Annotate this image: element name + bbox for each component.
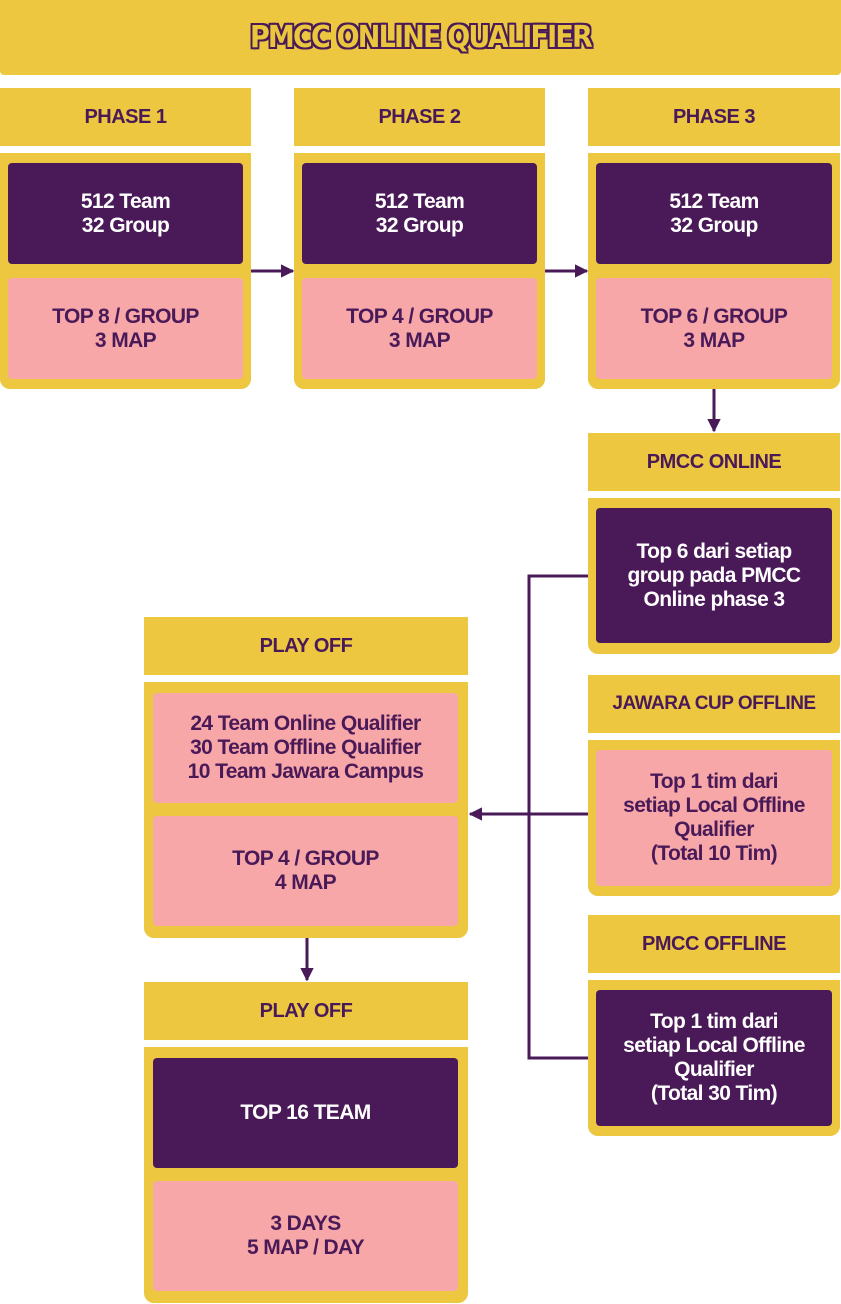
phase-2-maps: 3 MAP	[388, 328, 451, 352]
playoff-1-maps: 4 MAP	[274, 871, 337, 894]
pmcc-offline-header: PMCC OFFLINE	[588, 915, 840, 973]
phase-1-rule-box: TOP 8 / GROUP 3 MAP	[8, 278, 243, 379]
phase-3-rule-box: TOP 6 / GROUP 3 MAP	[596, 278, 832, 379]
bracket-online-offline	[527, 574, 588, 1060]
pmcc-online-box: Top 6 dari setiap group pada PMCC Online…	[596, 508, 832, 643]
playoff-1-header: PLAY OFF	[144, 617, 468, 675]
jawara-cup-card: Top 1 tim dari setiap Local Offline Qual…	[588, 740, 840, 896]
playoff-1-line-2: 30 Team Offline Qualifier	[190, 736, 421, 759]
playoff-1-header-label: PLAY OFF	[259, 634, 353, 657]
phase-2-teams-box: 512 Team 32 Group	[302, 163, 537, 264]
phase-1-header-label: PHASE 1	[84, 105, 167, 128]
phase-1-teams: 512 Team	[80, 189, 171, 213]
jawara-cup-header: JAWARA CUP OFFLINE	[588, 675, 840, 733]
phase-1-rule: TOP 8 / GROUP	[52, 304, 199, 328]
playoff-2-teams-box: TOP 16 TEAM	[153, 1058, 458, 1168]
pmcc-offline-card: Top 1 tim dari setiap Local Offline Qual…	[588, 980, 840, 1136]
phase-3-groups: 32 Group	[670, 213, 758, 237]
pmcc-online-card: Top 6 dari setiap group pada PMCC Online…	[588, 498, 840, 654]
phase-3-maps: 3 MAP	[683, 328, 745, 352]
phase-1-teams-box: 512 Team 32 Group	[8, 163, 243, 264]
pmcc-offline-line-1: Top 1 tim dari	[650, 1010, 778, 1033]
playoff-1-rule: TOP 4 / GROUP	[232, 847, 379, 870]
pmcc-offline-box: Top 1 tim dari setiap Local Offline Qual…	[596, 990, 832, 1126]
playoff-2-card: TOP 16 TEAM 3 DAYS 5 MAP / DAY	[144, 1047, 468, 1303]
pmcc-online-line-1: Top 6 dari setiap	[636, 539, 792, 563]
pmcc-online-line-2: group pada PMCC	[627, 563, 802, 587]
phase-3-card: 512 Team 32 Group TOP 6 / GROUP 3 MAP	[588, 153, 840, 389]
jawara-cup-header-label: JAWARA CUP OFFLINE	[612, 693, 816, 714]
jawara-cup-line-4: (Total 10 Tim)	[650, 842, 778, 865]
phase-1-groups: 32 Group	[81, 213, 170, 237]
playoff-1-line-1: 24 Team Online Qualifier	[190, 712, 421, 735]
page-title: PMCC ONLINE QUALIFIER	[249, 20, 593, 55]
pmcc-offline-header-label: PMCC OFFLINE	[642, 932, 787, 955]
phase-2-rule-box: TOP 4 / GROUP 3 MAP	[302, 278, 537, 379]
phase-2-groups: 32 Group	[375, 213, 464, 237]
jawara-cup-box: Top 1 tim dari setiap Local Offline Qual…	[596, 750, 832, 886]
phase-2-header: PHASE 2	[294, 88, 545, 146]
pmcc-offline-line-4: (Total 30 Tim)	[650, 1082, 778, 1105]
phase-2-card: 512 Team 32 Group TOP 4 / GROUP 3 MAP	[294, 153, 545, 389]
pmcc-offline-line-2: setiap Local Offline	[623, 1034, 805, 1057]
phase-1-maps: 3 MAP	[94, 328, 157, 352]
jawara-cup-line-3: Qualifier	[674, 818, 754, 841]
playoff-1-line-3: 10 Team Jawara Campus	[187, 760, 424, 783]
phase-3-teams: 512 Team	[669, 189, 759, 213]
playoff-2-header-label: PLAY OFF	[259, 999, 353, 1022]
phase-2-rule: TOP 4 / GROUP	[346, 304, 493, 328]
phase-3-teams-box: 512 Team 32 Group	[596, 163, 832, 264]
jawara-cup-line-2: setiap Local Offline	[623, 794, 805, 817]
jawara-cup-line-1: Top 1 tim dari	[650, 770, 778, 793]
playoff-2-maps: 5 MAP / DAY	[246, 1236, 365, 1259]
playoff-2-header: PLAY OFF	[144, 982, 468, 1040]
phase-2-teams: 512 Team	[374, 189, 465, 213]
phase-3-rule: TOP 6 / GROUP	[640, 304, 788, 328]
pmcc-online-header: PMCC ONLINE	[588, 433, 840, 491]
pmcc-offline-line-3: Qualifier	[674, 1058, 754, 1081]
title-banner: PMCC ONLINE QUALIFIER	[0, 0, 841, 75]
playoff-1-teams-box: 24 Team Online Qualifier 30 Team Offline…	[153, 693, 458, 803]
pmcc-online-header-label: PMCC ONLINE	[646, 450, 782, 473]
playoff-2-days: 3 DAYS	[270, 1212, 341, 1235]
playoff-2-teams: TOP 16 TEAM	[240, 1101, 371, 1124]
playoff-2-schedule-box: 3 DAYS 5 MAP / DAY	[153, 1181, 458, 1291]
phase-3-header-label: PHASE 3	[672, 105, 756, 128]
phase-1-card: 512 Team 32 Group TOP 8 / GROUP 3 MAP	[0, 153, 251, 389]
playoff-1-rule-box: TOP 4 / GROUP 4 MAP	[153, 816, 458, 926]
playoff-1-card: 24 Team Online Qualifier 30 Team Offline…	[144, 682, 468, 938]
pmcc-online-line-3: Online phase 3	[643, 587, 786, 611]
phase-2-header-label: PHASE 2	[378, 105, 461, 128]
phase-1-header: PHASE 1	[0, 88, 251, 146]
phase-3-header: PHASE 3	[588, 88, 840, 146]
